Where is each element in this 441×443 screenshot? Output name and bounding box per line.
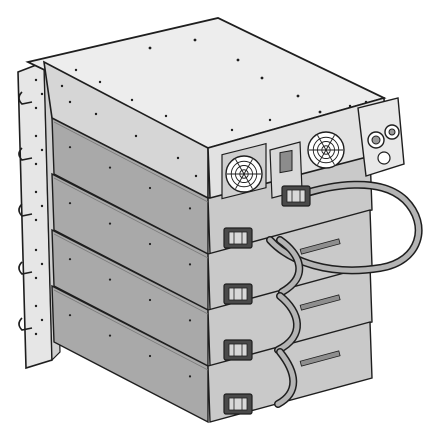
battery-screw (148, 186, 152, 190)
plug-connector-icon (223, 393, 253, 415)
plug-connector-icon (223, 339, 253, 361)
rail-screw (40, 262, 44, 266)
rail-screw (34, 162, 38, 166)
plug-connector-icon (281, 185, 311, 207)
rail-screw (34, 248, 38, 252)
battery-connectors (223, 185, 311, 415)
battery-side-face (51, 284, 209, 424)
rail-screw (34, 106, 38, 110)
rail-screw (40, 92, 44, 96)
ups-unit (25, 17, 405, 200)
battery-screw (188, 319, 192, 322)
battery-edge (53, 233, 209, 315)
battery-screw (108, 166, 112, 169)
mounting-rail (17, 57, 61, 370)
battery-handle (299, 238, 341, 255)
battery-screw (108, 278, 112, 281)
fan-left-icon (221, 142, 267, 200)
battery-screw (148, 354, 152, 358)
battery-handle (299, 350, 341, 367)
plug-connector-icon (223, 283, 253, 305)
rail-screw (40, 148, 44, 152)
battery-screw (108, 222, 112, 225)
cable-3 (275, 293, 300, 353)
battery-stack (51, 116, 373, 424)
battery-edge (53, 121, 209, 203)
battery-screw (68, 202, 72, 205)
battery-handle (299, 294, 341, 311)
rail-screw (40, 318, 44, 322)
battery-screw (188, 207, 192, 210)
battery-screw (68, 146, 72, 149)
rail-screw (34, 276, 38, 280)
cable-1 (267, 182, 422, 273)
battery-screw (188, 263, 192, 266)
fan-right-icon (307, 131, 345, 169)
rail-hook-icon (18, 91, 33, 105)
rail-screw (34, 190, 38, 194)
battery-screw (108, 334, 112, 337)
battery-screw (148, 298, 152, 302)
battery-edge (53, 289, 209, 371)
rail-screw (40, 204, 44, 208)
battery-screw (68, 314, 72, 317)
battery-screw (188, 375, 192, 378)
rail-screw (34, 134, 38, 138)
rail-screw (34, 332, 38, 336)
rail-screw (34, 218, 38, 222)
rail-screw (34, 304, 38, 308)
terminal-block (357, 97, 405, 177)
battery-screw (68, 258, 72, 261)
connector-panel (269, 141, 303, 199)
rail-hook-icon (18, 203, 33, 217)
rail-slots (18, 78, 44, 336)
battery-edge (53, 177, 209, 259)
rail-hook-icon (18, 147, 33, 161)
plug-connector-icon (223, 227, 253, 249)
rail-screw (34, 78, 38, 82)
battery-cables (266, 180, 423, 408)
cable-2 (277, 237, 302, 295)
battery-screw (148, 242, 152, 246)
cable-4 (275, 349, 296, 407)
rail-hook-icon (18, 261, 33, 275)
rail-hook-icon (18, 317, 33, 331)
